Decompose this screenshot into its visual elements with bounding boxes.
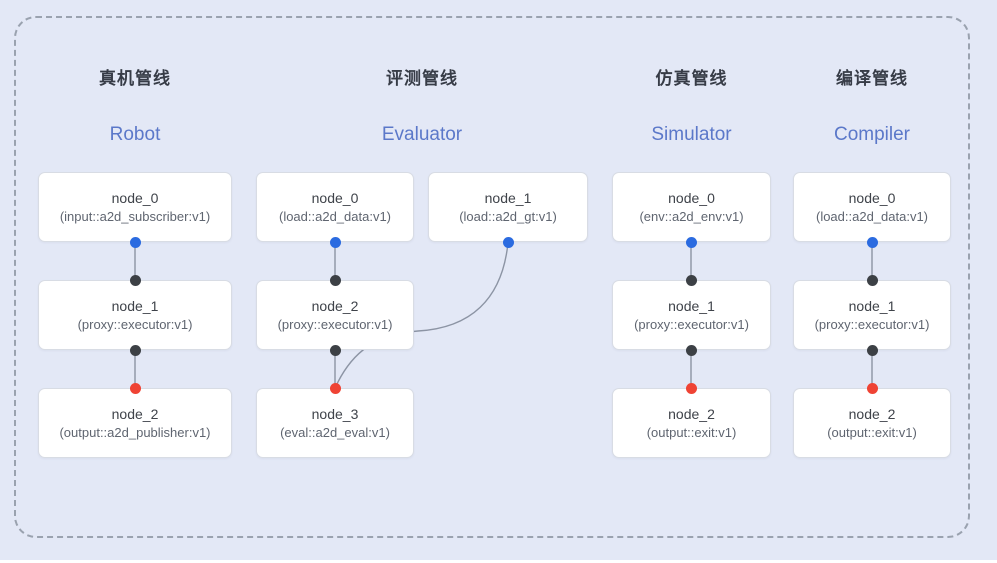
robot-node-0: node_0 (input::a2d_subscriber:v1) — [38, 172, 232, 242]
output-port-dot — [329, 344, 341, 356]
robot-node-2: node_2 (output::a2d_publisher:v1) — [38, 388, 232, 458]
compiler-node-2: node_2 (output::exit:v1) — [793, 388, 951, 458]
evaluator-node-1: node_1 (load::a2d_gt:v1) — [428, 172, 588, 242]
node-type: (proxy::executor:v1) — [277, 317, 393, 332]
simulator-title-zh: 仿真管线 — [655, 69, 728, 88]
node-type: (load::a2d_data:v1) — [278, 209, 392, 224]
evaluator-node-3: node_3 (eval::a2d_eval:v1) — [256, 388, 414, 458]
node-name: node_1 — [668, 298, 715, 314]
evaluator-title-en: Evaluator — [381, 124, 463, 145]
node-name: node_1 — [848, 298, 896, 314]
node-type: (proxy::executor:v1) — [814, 317, 930, 332]
output-port-dot — [329, 236, 341, 248]
node-type: (load::a2d_gt:v1) — [459, 209, 557, 224]
output-port-dot — [866, 344, 878, 356]
input-port-dot — [129, 274, 141, 286]
robot-node-1: node_1 (proxy::executor:v1) — [38, 280, 232, 350]
node-name: node_1 — [111, 298, 159, 314]
node-name: node_0 — [311, 190, 359, 206]
node-name: node_0 — [668, 190, 715, 206]
output-port-dot — [685, 344, 697, 356]
evaluator-title-zh: 评测管线 — [386, 69, 458, 88]
node-type: (output::exit:v1) — [646, 425, 737, 440]
input-port-dot — [685, 274, 697, 286]
output-port-dot — [502, 236, 514, 248]
node-type: (output::exit:v1) — [827, 425, 917, 440]
output-port-dot — [685, 236, 697, 248]
output-port-dot — [129, 344, 141, 356]
simulator-node-2: node_2 (output::exit:v1) — [612, 388, 771, 458]
final-port-dot — [329, 382, 341, 394]
dashed-frame — [14, 16, 970, 538]
final-port-dot — [685, 382, 697, 394]
evaluator-node-2: node_2 (proxy::executor:v1) — [256, 280, 414, 350]
output-port-dot — [866, 236, 878, 248]
compiler-title-zh: 编译管线 — [836, 69, 908, 88]
node-type: (proxy::executor:v1) — [77, 317, 193, 332]
simulator-title-en: Simulator — [651, 124, 732, 145]
input-port-dot — [329, 274, 341, 286]
evaluator-node-0: node_0 (load::a2d_data:v1) — [256, 172, 414, 242]
node-name: node_0 — [111, 190, 159, 206]
simulator-node-0: node_0 (env::a2d_env:v1) — [612, 172, 771, 242]
node-name: node_2 — [848, 406, 896, 422]
node-name: node_2 — [311, 298, 359, 314]
node-type: (eval::a2d_eval:v1) — [280, 425, 390, 440]
node-name: node_0 — [848, 190, 896, 206]
node-name: node_2 — [111, 406, 159, 422]
node-name: node_1 — [484, 190, 532, 206]
node-type: (load::a2d_data:v1) — [815, 209, 929, 224]
robot-title-zh: 真机管线 — [99, 69, 171, 88]
compiler-node-0: node_0 (load::a2d_data:v1) — [793, 172, 951, 242]
final-port-dot — [866, 382, 878, 394]
input-port-dot — [866, 274, 878, 286]
node-name: node_2 — [668, 406, 715, 422]
node-name: node_3 — [311, 406, 359, 422]
compiler-node-1: node_1 (proxy::executor:v1) — [793, 280, 951, 350]
robot-title-en: Robot — [109, 124, 161, 145]
node-type: (proxy::executor:v1) — [634, 317, 749, 332]
output-port-dot — [129, 236, 141, 248]
compiler-title-en: Compiler — [833, 124, 911, 145]
bottom-edge-strip — [0, 560, 997, 563]
node-type: (output::a2d_publisher:v1) — [59, 425, 211, 440]
node-type: (input::a2d_subscriber:v1) — [59, 209, 211, 224]
final-port-dot — [129, 382, 141, 394]
node-type: (env::a2d_env:v1) — [639, 209, 744, 224]
simulator-node-1: node_1 (proxy::executor:v1) — [612, 280, 771, 350]
